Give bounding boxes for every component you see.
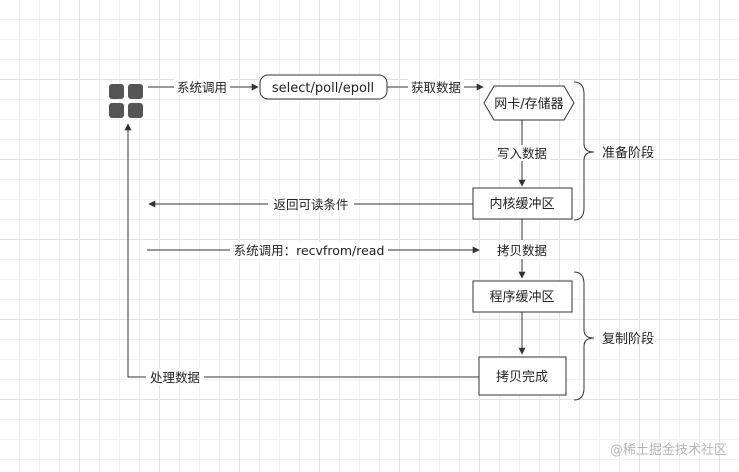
edge-label-write-data: 写入数据 [497, 146, 547, 161]
edge-label-syscall: 系统调用 [177, 80, 227, 95]
watermark: @稀土掘金技术社区 [610, 442, 727, 458]
node-label-nic-storage: 网卡/存储器 [494, 97, 563, 112]
edge-label-syscall-recvfrom: 系统调用：recvfrom/read [234, 243, 385, 258]
edge-return-readable: 返回可读条件 [148, 196, 473, 212]
node-label-copy-done: 拷贝完成 [496, 370, 548, 385]
node-kernel-buffer: 内核缓冲区 [472, 187, 573, 220]
node-copy-done: 拷贝完成 [478, 356, 567, 396]
node-label-app-buffer: 程序缓冲区 [489, 290, 554, 305]
node-multiplexer: select/poll/epoll [259, 74, 388, 100]
node-label-kernel-buffer: 内核缓冲区 [489, 196, 554, 212]
node-label-multiplexer: select/poll/epoll [272, 81, 374, 96]
node-app-buffer: 程序缓冲区 [472, 280, 573, 313]
edge-label-return-readable: 返回可读条件 [273, 197, 348, 212]
phase-brace-copy: 复制阶段 [573, 271, 654, 401]
node-nic-storage: 网卡/存储器 [483, 85, 575, 121]
edge-fetch-data: 获取数据 [387, 79, 484, 95]
edge-label-copy-data: 拷贝数据 [497, 243, 547, 258]
phase-label-copy: 复制阶段 [602, 332, 654, 347]
phase-label-prepare: 准备阶段 [602, 145, 654, 161]
edge-syscall: 系统调用 [148, 79, 259, 95]
edge-label-process-data: 处理数据 [150, 370, 200, 385]
edge-syscall-recvfrom: 系统调用：recvfrom/read [147, 242, 480, 258]
edge-label-fetch-data: 获取数据 [411, 80, 461, 95]
edge-write-data: 写入数据 [494, 120, 550, 187]
edge-process-data: 处理数据 [124, 123, 479, 385]
edge-copy-data: 拷贝数据 [494, 242, 552, 258]
app-grid-icon [109, 84, 143, 118]
phase-brace-prepare: 准备阶段 [573, 81, 654, 221]
